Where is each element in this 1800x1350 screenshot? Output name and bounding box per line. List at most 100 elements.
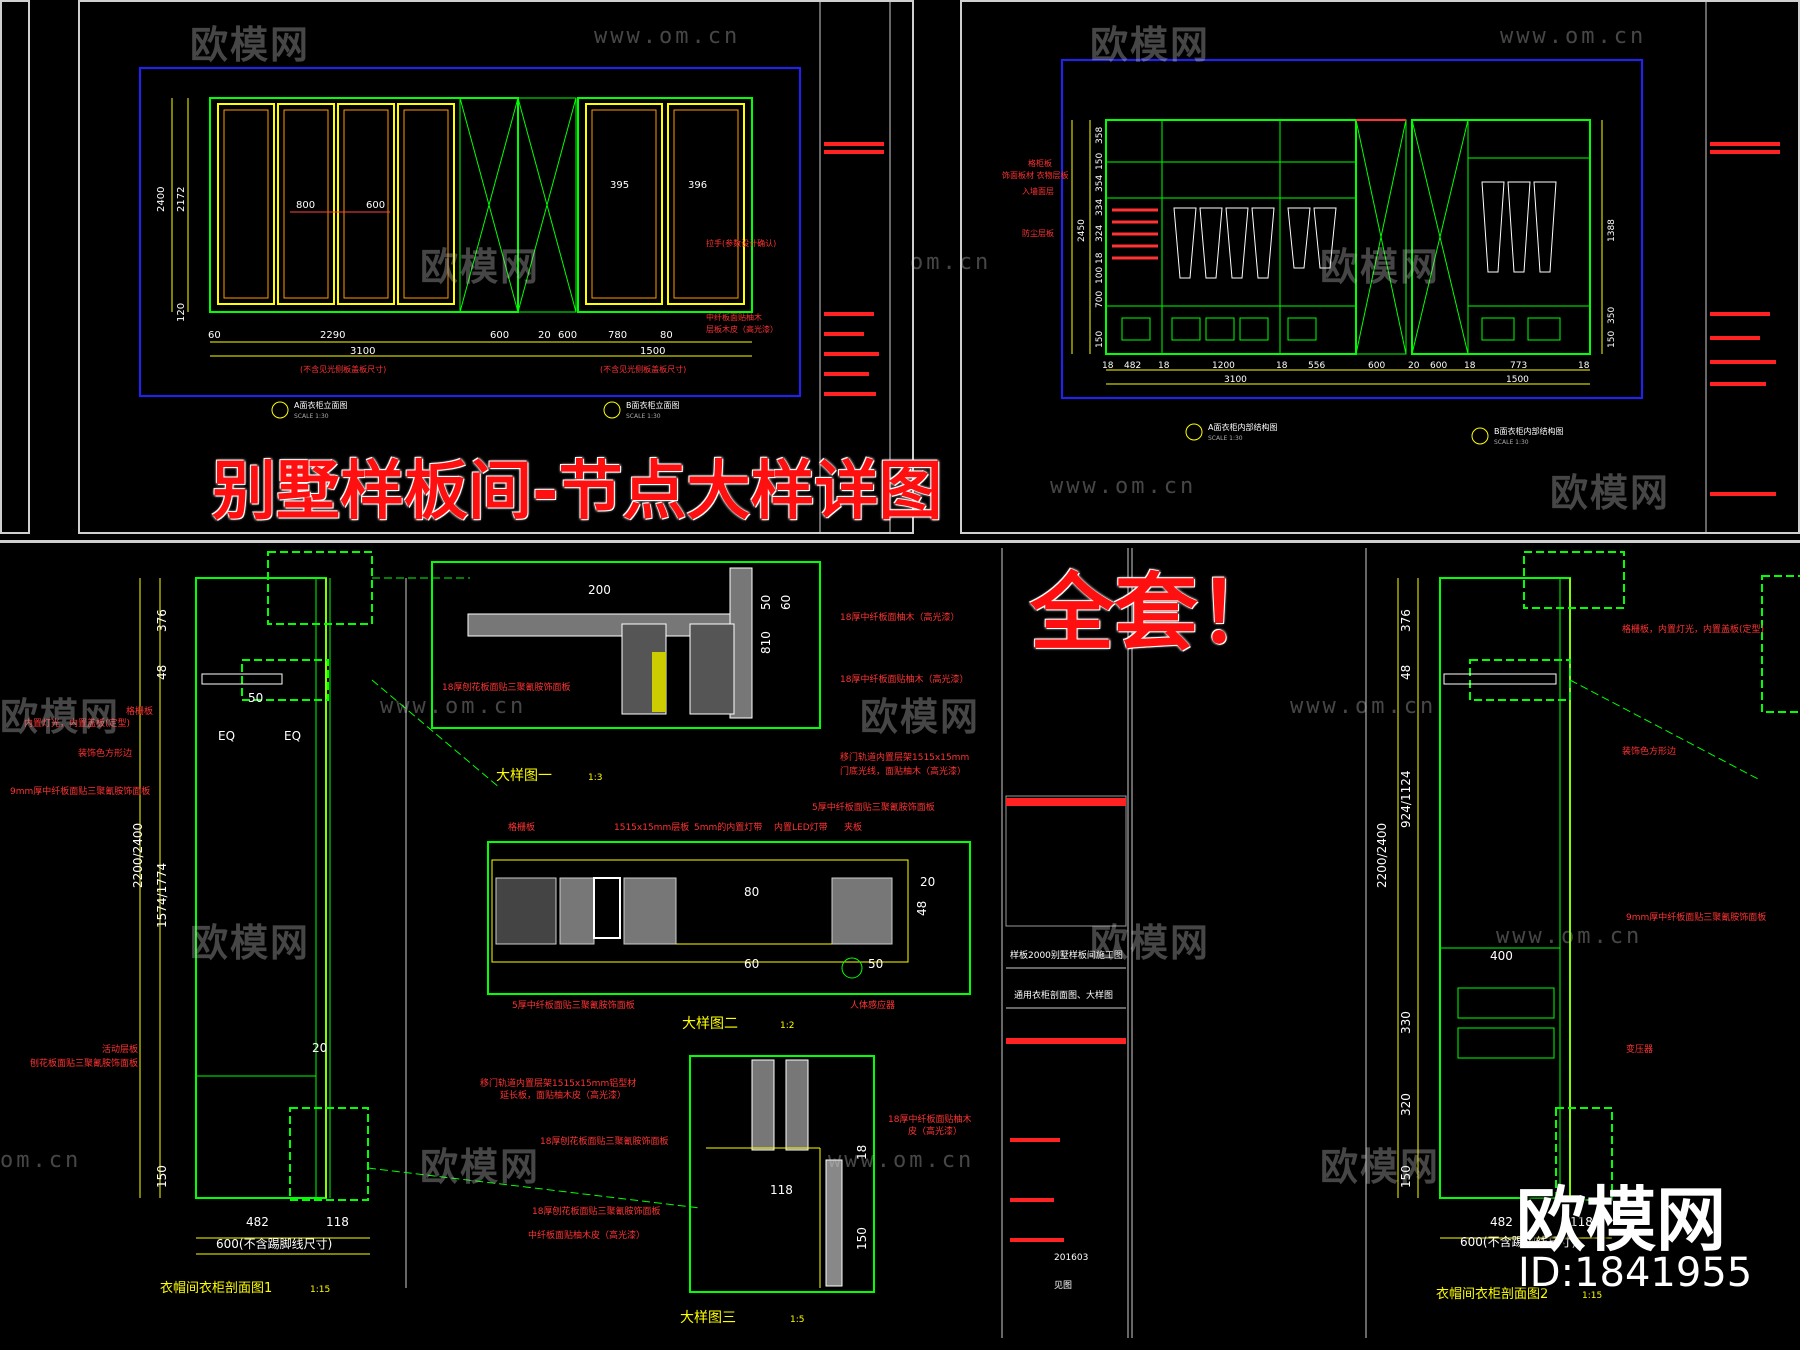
dim-left-1: 2400: [156, 187, 167, 212]
d2-note-2: 1515x15mm层板: [614, 821, 689, 833]
dim-bottom-12: 18: [1578, 361, 1590, 371]
s1-note-6: 刨花板面贴三聚氰胺饰面板: [30, 1057, 138, 1069]
d2-dim-2: 20: [920, 875, 935, 889]
caption-a: A面衣柜内部结构图: [1208, 422, 1277, 432]
s2-note-1: 格栅板，内置灯光，内置盖板(定型): [1622, 623, 1764, 635]
s2-note-2: 装饰色方形边: [1622, 745, 1676, 757]
annotation-2: 中纤板面贴柚木: [706, 312, 762, 322]
d2-note-7: 5厚中纤板面贴三聚氰胺饰面板: [512, 999, 635, 1011]
s1-dim-bottom-1: 482: [246, 1215, 269, 1229]
sheet-sliver-left: [0, 0, 30, 534]
dim-bottom-6: 556: [1308, 361, 1325, 371]
annotations: (不含见光侧板盖板尺寸) (不含见光侧板盖板尺寸) 拉手(参数设计确认) 中纤板…: [300, 238, 778, 374]
dim-left-1: 358: [1095, 127, 1105, 144]
s1-note-5: 活动层板: [102, 1043, 138, 1055]
d3-dim-2: 18: [855, 1145, 869, 1160]
title-block-strip: [819, 2, 891, 532]
dim-left-2: 150: [1095, 153, 1105, 170]
caption-marker-a: [271, 401, 289, 419]
s1-small-dim-2: 20: [312, 1041, 327, 1055]
bottom-sheet: 376 48 2200/2400 1574/1774 150 482 118 6…: [10, 548, 1800, 1338]
s1-dim-1: 376: [155, 609, 169, 632]
annotation-1: 格柜板: [1028, 158, 1052, 168]
section-2-caption: 衣帽间衣柜剖面图2: [1436, 1286, 1548, 1302]
dimension-lines: [1071, 120, 1603, 385]
scale-a: SCALE 1:30: [294, 413, 329, 420]
d3-note-1: 移门轨道内置层架1515x15mm铝型材: [480, 1077, 636, 1089]
dim-bottom-5: 18: [1276, 361, 1288, 371]
dim-right-1: 1388: [1607, 219, 1617, 242]
detail-1-caption: 大样图一: [496, 768, 552, 784]
dim-bottom-1: 60: [208, 330, 221, 341]
d3-note-2: 延长板，面贴柚木皮（高光漆）: [500, 1089, 626, 1101]
s1-note-2: 内置灯光，内置盖板(定型): [24, 717, 130, 729]
d1-dim-3: 60: [779, 595, 793, 610]
d3-note-5: 皮（高光漆）: [908, 1125, 962, 1137]
s1-total: 600(不含踢脚线尺寸): [216, 1236, 332, 1251]
caption-marker-b: [603, 401, 621, 419]
sheet-divider: [0, 540, 1800, 543]
caption-marker-b: [1471, 427, 1489, 445]
section-2-dimensions: 376 48 924/1124 2200/2400 330 320 150 40…: [1375, 609, 1593, 1249]
dim-bottom-11: 773: [1510, 361, 1527, 371]
s1-dim-5: 150: [155, 1165, 169, 1188]
d3-dim-1: 118: [770, 1183, 793, 1197]
dim-bottom-4: 20: [538, 330, 551, 341]
dim-bottom-8: 20: [1408, 361, 1420, 371]
dim-bottom-6: 780: [608, 330, 627, 341]
red-shelves: [1112, 119, 1406, 260]
dim-bottom-3: 600: [490, 330, 509, 341]
detail-3-annotations: 移门轨道内置层架1515x15mm铝型材 延长板，面贴柚木皮（高光漆） 18厚刨…: [480, 1077, 971, 1241]
s1-note-1: 格栅板: [126, 705, 153, 717]
dim-left-7: 18: [1095, 252, 1105, 264]
dim-left-4: 334: [1095, 199, 1105, 216]
dim-bottom-7: 600: [1368, 361, 1385, 371]
dimension-texts: 800 600 395 396 2400 2172 120 60 2290 60…: [156, 180, 707, 357]
annotation-3: 层板木皮（高光漆）: [706, 324, 778, 334]
viewport-frame: [139, 67, 801, 397]
s2-dim-6: 320: [1399, 1093, 1413, 1116]
s1-eq-2: EQ: [284, 729, 301, 743]
brand-id: ID:1841955: [1518, 1250, 1753, 1296]
s1-note-4: 9mm厚中纤板面贴三聚氰胺饰面板: [10, 785, 150, 797]
section-1-annotations: 格栅板 内置灯光，内置盖板(定型) 装饰色方形边 9mm厚中纤板面贴三聚氰胺饰面…: [10, 705, 153, 1069]
detail-3-scale: 1:5: [790, 1315, 804, 1325]
d2-note-3: 5mm的内置灯带: [694, 821, 762, 833]
s1-dim-3: 2200/2400: [131, 823, 145, 888]
d2-dim-3: 48: [915, 901, 929, 916]
brand-logo: 欧模网: [1516, 1179, 1726, 1261]
dimension-lines: [171, 98, 752, 357]
s2-dim-4: 2200/2400: [1375, 823, 1389, 888]
note-a: (不含见光侧板盖板尺寸): [300, 364, 386, 374]
detail-1-dimensions: 200 50 60 810: [588, 583, 793, 654]
wardrobe-interior-b: [1411, 119, 1591, 355]
d1-note-1: 18厚中纤板面柚木（高光漆）: [840, 611, 959, 623]
dim-total-a: 3100: [1224, 375, 1247, 385]
scale-a: SCALE 1:30: [1208, 435, 1243, 442]
caption-b: B面衣柜内部结构图: [1494, 426, 1564, 436]
d1-dim-4: 810: [759, 631, 773, 654]
d1-note-3: 18厚刨花板面贴三聚氰胺饰面板: [442, 681, 570, 693]
dim-top-3: 395: [610, 180, 629, 191]
annotations: 格柜板 饰面板材 衣物层板 入墙面层 防尘层板: [1002, 158, 1069, 238]
s2-dim-1: 376: [1399, 609, 1413, 632]
detail-3: [689, 1055, 875, 1293]
headline-subtitle: 全套！: [1030, 564, 1283, 662]
dim-left-9: 700: [1095, 291, 1105, 308]
s1-dim-2: 48: [155, 665, 169, 680]
section-1-dimensions: 376 48 2200/2400 1574/1774 150 482 118 6…: [131, 609, 349, 1251]
captions: A面衣柜立面图 SCALE 1:30 B面衣柜立面图 SCALE 1:30: [271, 400, 680, 420]
d2-note-6: 5厚中纤板面贴三聚氰胺饰面板: [812, 801, 935, 813]
dim-total-b: 1500: [1506, 375, 1529, 385]
d3-note-7: 中纤板面贴柚木皮（高光漆）: [528, 1229, 645, 1241]
wardrobe-a-doors: [209, 97, 577, 313]
d2-dim-5: 50: [868, 957, 883, 971]
annotation-4: 防尘层板: [1022, 228, 1054, 238]
dim-bottom-2: 2290: [320, 330, 345, 341]
detail-1-annotations: 18厚中纤板面柚木（高光漆） 18厚中纤板面贴柚木（高光漆） 18厚刨花板面贴三…: [442, 611, 969, 777]
detail-3-caption: 大样图三: [680, 1310, 736, 1326]
dim-right-3: 150: [1607, 331, 1617, 348]
dim-bottom-7: 80: [660, 330, 673, 341]
dim-left-6: 2450: [1077, 219, 1087, 242]
d2-note-5: 夹板: [844, 821, 862, 833]
